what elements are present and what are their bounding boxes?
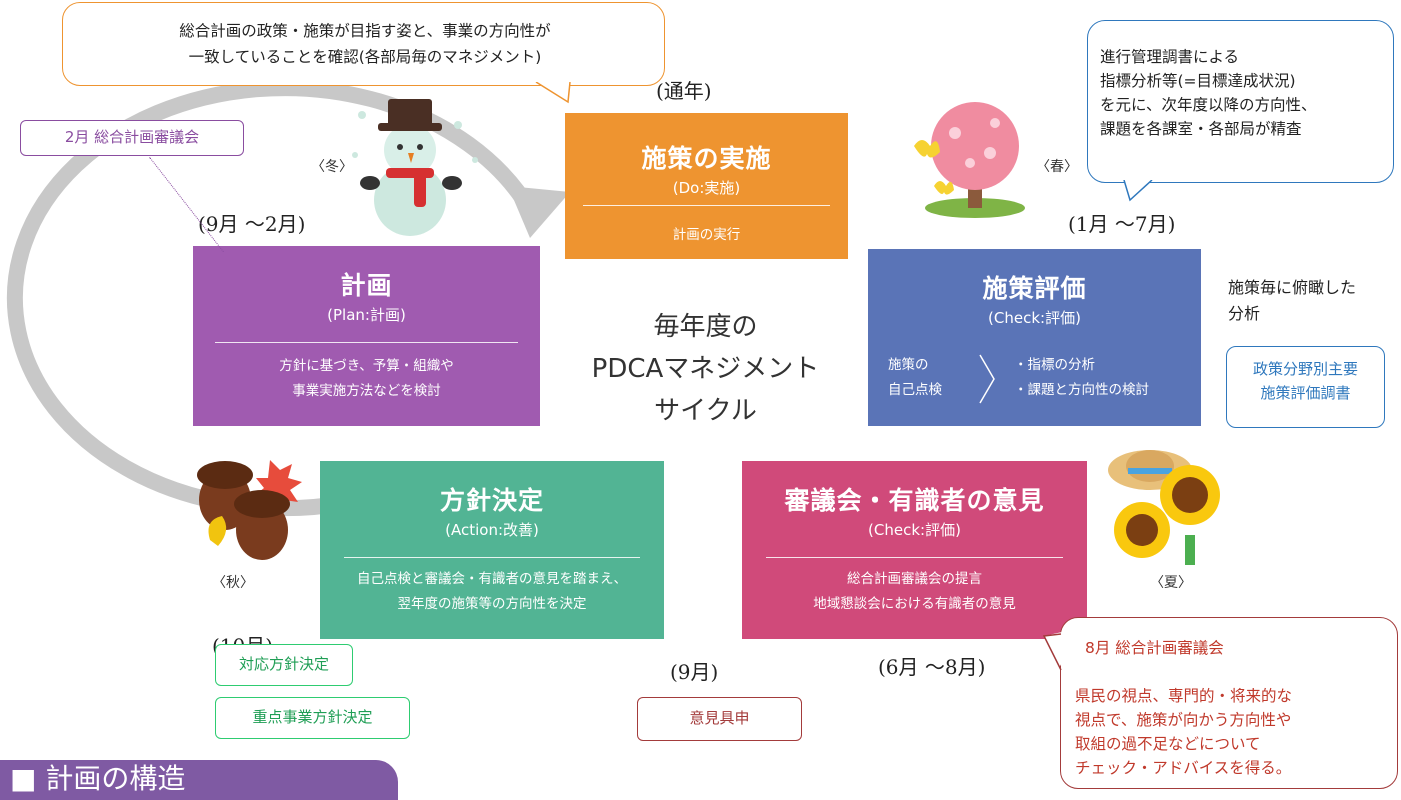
policy-decision-tag: 対応方針決定 — [215, 644, 353, 686]
action-card-subtitle: (Action:改善) — [445, 521, 539, 539]
council-card: 審議会・有識者の意見 (Check:評価) 総合計画審議会の提言 地域懇談会にお… — [742, 461, 1087, 639]
plan-card-title: 計画 — [340, 271, 393, 300]
right-callout — [1087, 20, 1394, 183]
council-card-divider — [766, 557, 1063, 558]
policy-eval-tag-line2: 施策評価調書 — [1260, 384, 1351, 402]
do-card-body: 計画の実行 — [672, 227, 741, 243]
chevron-right-icon — [979, 354, 995, 404]
plan-card-body-line1: 方針に基づき、予算・組織や — [279, 358, 454, 374]
side-note-line1: 施策毎に俯瞰した — [1228, 278, 1357, 297]
right-callout-tail — [1123, 180, 1153, 202]
side-note: 施策毎に俯瞰した 分析 — [1228, 275, 1356, 327]
do-card-divider — [583, 205, 830, 206]
top-callout-text: 総合計画の政策・施策が目指す姿と、事業の方向性が 一致していることを確認(各部局… — [80, 18, 650, 70]
bottom-callout-line1: 県民の視点、専門的・将来的な — [1075, 687, 1293, 705]
policy-eval-tag: 政策分野別主要 施策評価調書 — [1226, 346, 1385, 428]
check-card-title: 施策評価 — [982, 274, 1087, 303]
priority-decision-tag: 重点事業方針決定 — [215, 697, 410, 739]
do-card-subtitle: (Do:実施) — [672, 179, 741, 197]
check-card-left-line2: 自己点検 — [888, 382, 942, 398]
council-card-body-line2: 地域懇談会における有識者の意見 — [813, 596, 1016, 612]
check-card-subtitle: (Check:評価) — [988, 309, 1081, 327]
center-title-line2: PDCAマネジメント — [591, 354, 820, 384]
do-card-title: 施策の実施 — [641, 144, 772, 173]
plan-card-subtitle: (Plan:計画) — [327, 306, 406, 324]
right-callout-text: 進行管理調書による 指標分析等(=目標達成状況) を元に、次年度以降の方向性、 … — [1100, 45, 1390, 141]
center-title-line3: サイクル — [654, 396, 757, 426]
plan-card: 計画 (Plan:計画) 方針に基づき、予算・組織や 事業実施方法などを検討 — [193, 246, 540, 426]
bottom-callout — [1060, 617, 1398, 789]
top-callout-line2: 一致していることを確認(各部局毎のマネジメント) — [188, 48, 542, 66]
action-season: 〈秋〉 — [212, 575, 254, 591]
do-card: 施策の実施 (Do:実施) 計画の実行 — [565, 113, 848, 259]
plan-card-body-line2: 事業実施方法などを検討 — [292, 383, 441, 399]
plan-period: (9月 〜2月) — [198, 212, 306, 236]
cycle-arrow-head — [508, 186, 570, 238]
action-card: 方針決定 (Action:改善) 自己点検と審議会・有識者の意見を踏まえ、 翌年… — [320, 461, 664, 639]
council-feb-tag: 2月 総合計画審議会 — [20, 120, 244, 156]
action-card-body-line1: 自己点検と審議会・有識者の意見を踏まえ、 — [357, 571, 627, 587]
top-callout — [62, 2, 665, 86]
right-callout-line4: 課題を各課室・各部局が精査 — [1100, 120, 1302, 138]
check-card-right-line1: ・指標の分析 — [1014, 357, 1095, 373]
check-card-right-line2: ・課題と方向性の検討 — [1014, 382, 1149, 398]
plan-season: 〈冬〉 — [311, 159, 353, 175]
top-callout-line1: 総合計画の政策・施策が目指す姿と、事業の方向性が — [179, 22, 551, 40]
council-period: (6月 〜8月) — [878, 655, 986, 679]
council-card-body-line1: 総合計画審議会の提言 — [847, 571, 982, 587]
bottom-callout-line2: 視点で、施策が向かう方向性や — [1075, 711, 1292, 729]
action-card-divider — [344, 557, 640, 558]
right-callout-line1: 進行管理調書による — [1100, 48, 1240, 66]
center-title: 毎年度の PDCAマネジメント サイクル — [563, 306, 848, 432]
check-card: 施策評価 (Check:評価) 施策の 自己点検 ・指標の分析 ・課題と方向性の… — [868, 249, 1201, 426]
check-card-left-line1: 施策の — [888, 357, 929, 373]
action-card-body-line2: 翌年度の施策等の方向性を決定 — [397, 596, 587, 612]
side-note-line2: 分析 — [1228, 304, 1261, 323]
policy-eval-tag-line1: 政策分野別主要 — [1252, 360, 1358, 378]
opinion-tag: 意見具申 — [637, 697, 802, 741]
council-card-subtitle: (Check:評価) — [868, 521, 961, 539]
action-card-title: 方針決定 — [439, 486, 544, 515]
right-callout-line3: を元に、次年度以降の方向性、 — [1100, 96, 1317, 114]
do-period: (通年) — [656, 79, 712, 103]
bottom-callout-tail — [1042, 632, 1062, 671]
center-title-line1: 毎年度の — [653, 312, 758, 342]
plan-card-divider — [215, 342, 518, 343]
sunflower-illustration — [1108, 450, 1220, 565]
sept-period: (9月) — [670, 660, 719, 684]
check-season: 〈春〉 — [1036, 159, 1078, 175]
bottom-callout-line4: チェック・アドバイスを得る。 — [1075, 759, 1292, 777]
cherry-tree-illustration — [914, 102, 1025, 218]
council-card-title: 審議会・有識者の意見 — [784, 486, 1045, 515]
section-header-label: ■ 計画の構造 — [10, 762, 186, 795]
council-season: 〈夏〉 — [1150, 575, 1192, 591]
bottom-callout-heading: 8月 総合計画審議会 — [1085, 639, 1224, 657]
top-callout-tail — [535, 82, 571, 104]
snowman-illustration — [352, 99, 478, 236]
check-period: (1月 〜7月) — [1068, 212, 1176, 236]
acorns-illustration — [197, 460, 302, 560]
right-callout-line2: 指標分析等(=目標達成状況) — [1100, 72, 1296, 90]
bottom-callout-line3: 取組の過不足などについて — [1075, 735, 1261, 753]
bottom-callout-text: 県民の視点、専門的・将来的な 視点で、施策が向かう方向性や 取組の過不足などにつ… — [1075, 684, 1395, 780]
